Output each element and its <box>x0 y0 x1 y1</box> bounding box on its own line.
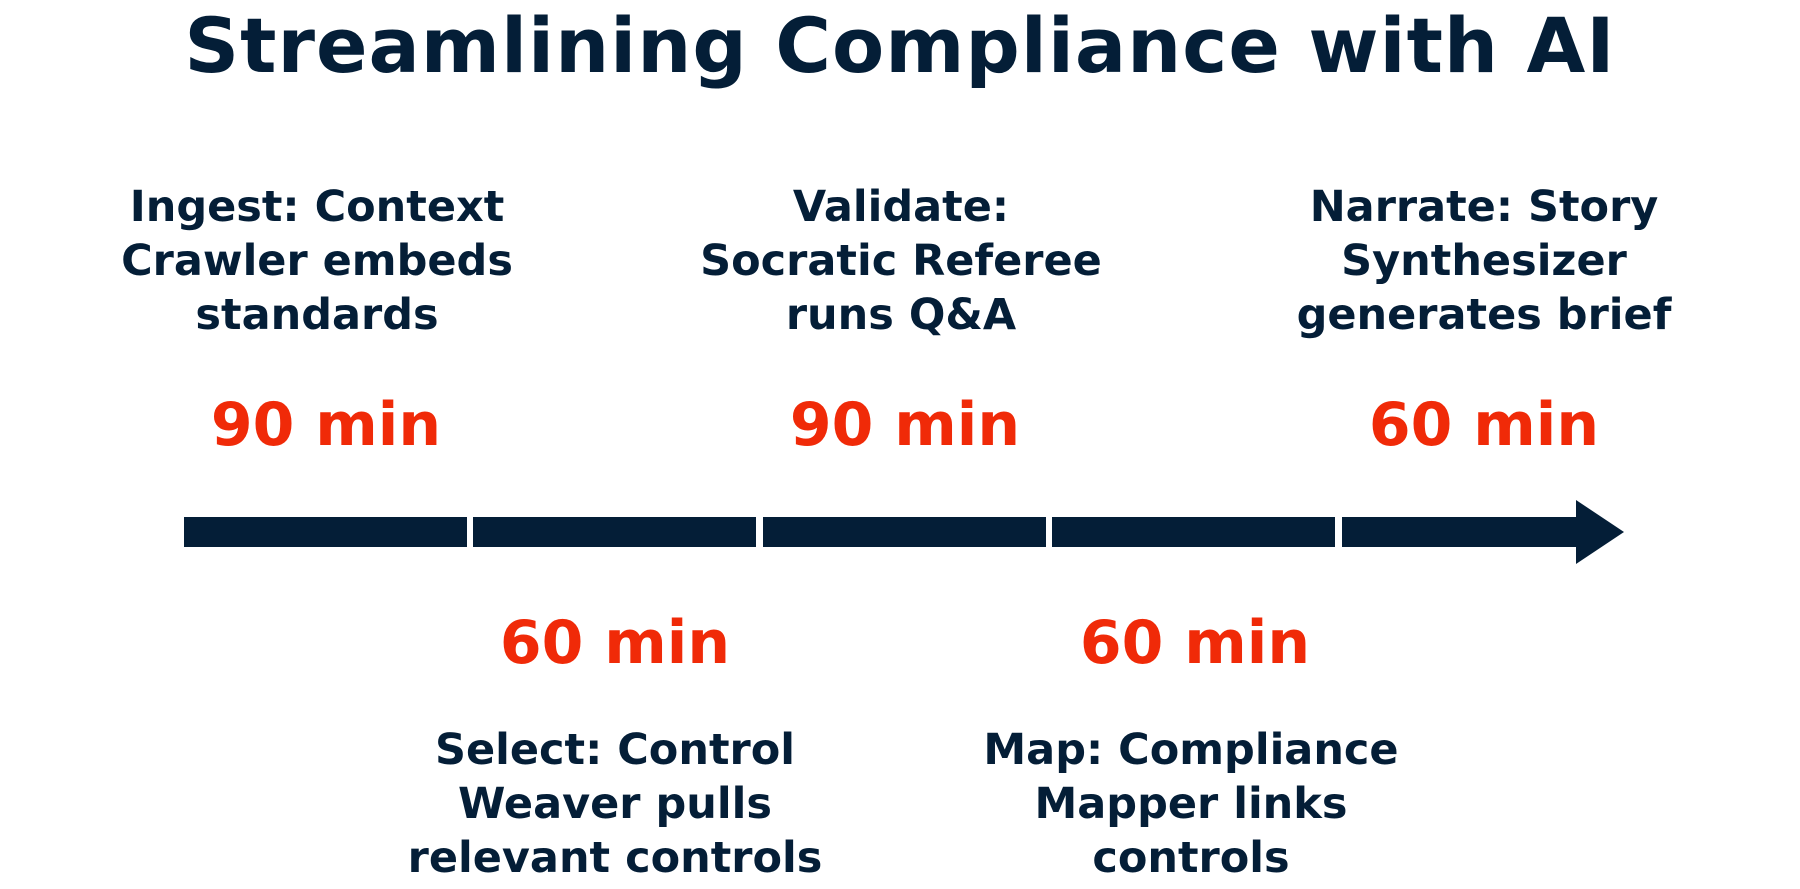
timeline-segment-3 <box>763 517 1046 547</box>
step-4-label: Map: Compliance Mapper links controls <box>983 725 1399 883</box>
step-1-duration: 90 min <box>210 390 442 460</box>
step-5-duration: 60 min <box>1368 390 1600 460</box>
step-2-label: Select: Control Weaver pulls relevant co… <box>407 725 823 883</box>
page-title: Streamlining Compliance with AI <box>184 1 1616 90</box>
arrowhead-icon <box>1576 500 1624 564</box>
timeline-segment-4 <box>1052 517 1335 547</box>
timeline-segment-5 <box>1342 517 1578 547</box>
step-4-duration: 60 min <box>1079 608 1311 678</box>
step-5-label: Narrate: Story Synthesizer generates bri… <box>1296 182 1672 340</box>
step-1-label: Ingest: Context Crawler embeds standards <box>121 182 513 340</box>
step-3-duration: 90 min <box>789 390 1021 460</box>
step-3-label: Validate: Socratic Referee runs Q&A <box>700 182 1102 340</box>
timeline-segment-1 <box>184 517 467 547</box>
step-2-duration: 60 min <box>499 608 731 678</box>
timeline-segment-2 <box>473 517 756 547</box>
